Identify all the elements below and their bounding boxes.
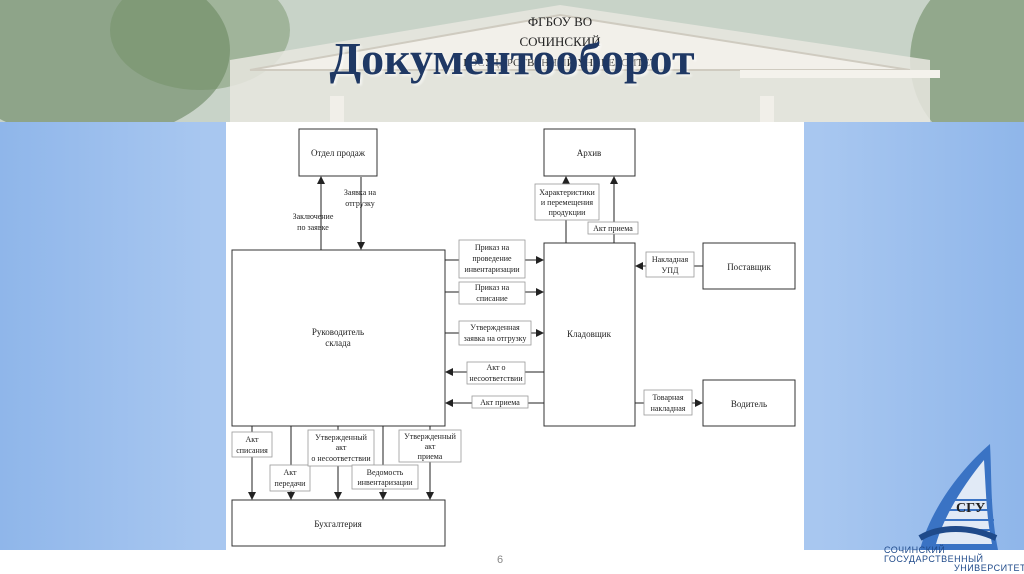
edge-label-goods-waybill-2: накладная [651, 404, 686, 413]
edge-label-approved-accept-1: Утвержденный [404, 432, 457, 441]
edge-label-waybill-2: УПД [662, 266, 679, 275]
edge-label-approved-accept-3: приема [418, 452, 443, 461]
edge-label-nonconformity-2: несоответствии [469, 374, 523, 383]
logo-caption: СОЧИНСКИЙ ГОСУДАРСТВЕННЫЙ УНИВЕРСИТЕТ [884, 546, 1024, 573]
node-sales [298, 128, 378, 177]
node-warehouse-manager [231, 249, 446, 427]
edge-label-characteristics-1: Характеристики [539, 188, 595, 197]
node-supplier [702, 242, 796, 290]
document-flow-diagram: Отдел продаж Архив Руководитель склада К… [226, 122, 804, 554]
edge-label-writeoff-act-2: списания [236, 446, 268, 455]
edge-label-act-accept-archive: Акт приема [593, 224, 633, 233]
node-archive [543, 128, 636, 177]
label-supplier: Поставщик [727, 262, 771, 272]
logo-caption-line-3: УНИВЕРСИТЕТ [954, 563, 1024, 573]
building-photo: ФГБОУ ВО СОЧИНСКИЙ ГОСУДАРСТВЕННЫЙ УНИВЕ… [0, 0, 1024, 122]
page-number: 6 [496, 554, 504, 566]
label-sales: Отдел продаж [311, 148, 366, 158]
sign-line-1: ФГБОУ ВО [528, 14, 592, 29]
sign-line-3: ГОСУДАРСТВЕННЫЙ УНИВЕРСИТЕТ [463, 57, 657, 69]
header-banner: ФГБОУ ВО СОЧИНСКИЙ ГОСУДАРСТВЕННЫЙ УНИВЕ… [0, 0, 1024, 122]
label-driver: Водитель [731, 399, 767, 409]
label-accounting: Бухгалтерия [314, 519, 362, 529]
edge-label-transfer-act-1: Акт [283, 468, 297, 477]
edge-label-waybill-1: Накладная [652, 255, 689, 264]
edge-label-goods-waybill-1: Товарная [652, 393, 683, 402]
edge-label-act-accept-manager: Акт приема [480, 398, 520, 407]
edge-label-approved-request-1: Утвержденная [470, 323, 520, 332]
edge-label-request-1: Заявка на [344, 188, 377, 197]
university-logo: СГУ [918, 444, 998, 550]
node-accounting [231, 499, 446, 547]
edge-label-writeoff-order-1: Приказ на [475, 283, 510, 292]
edge-label-writeoff-order-2: списание [476, 294, 508, 303]
edge-label-characteristics-2: и перемещения [541, 198, 594, 207]
edge-label-approved-accept-2: акт [425, 442, 436, 451]
edge-label-inventory-list-2: инвентаризации [357, 478, 413, 487]
edge-label-writeoff-act-1: Акт [245, 435, 259, 444]
slide-title: Документооборот [329, 33, 695, 84]
label-manager-1: Руководитель [312, 327, 364, 337]
node-driver [702, 379, 796, 427]
edge-label-inventory-order-2: проведение [472, 254, 512, 263]
edge-label-inventory-list-1: Ведомость [367, 468, 404, 477]
edge-label-conclusion-1: Заключение [293, 212, 334, 221]
logo-caption-line-1: СОЧИНСКИЙ [884, 545, 946, 555]
edge-label-approved-nonconformity-1: Утвержденный [315, 433, 368, 442]
label-manager-2: склада [325, 338, 350, 348]
logo-caption-line-2: ГОСУДАРСТВЕННЫЙ [884, 554, 984, 564]
edge-label-conclusion-2: по заявке [297, 223, 329, 232]
edge-label-approved-nonconformity-3: о несоответствии [311, 454, 371, 463]
label-storekeeper: Кладовщик [567, 329, 612, 339]
edge-label-characteristics-3: продукции [549, 208, 587, 217]
edge-label-approved-request-2: заявка на отгрузку [464, 334, 527, 343]
edge-label-inventory-order-3: инвентаризации [464, 265, 520, 274]
label-archive: Архив [577, 148, 602, 158]
edge-label-inventory-order-1: Приказ на [475, 243, 510, 252]
sign-line-2: СОЧИНСКИЙ [519, 34, 600, 49]
logo-mark: СГУ [956, 501, 985, 516]
edge-label-request-2: отгрузку [345, 199, 375, 208]
node-storekeeper [543, 242, 636, 427]
edge-label-approved-nonconformity-2: акт [336, 443, 347, 452]
edge-label-nonconformity-1: Акт о [486, 363, 505, 372]
edge-label-transfer-act-2: передачи [275, 479, 307, 488]
footer-strip [0, 550, 1024, 574]
